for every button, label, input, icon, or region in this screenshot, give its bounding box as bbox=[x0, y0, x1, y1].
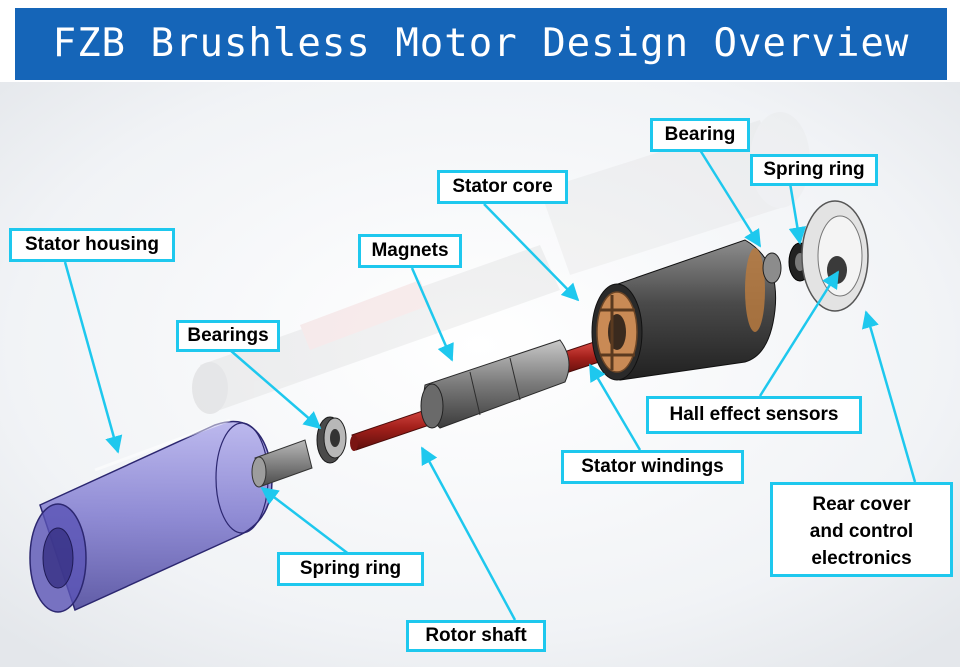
stator-housing-part bbox=[29, 418, 273, 613]
rear-cover-part bbox=[801, 200, 869, 312]
page-title: FZB Brushless Motor Design Overview bbox=[52, 21, 910, 66]
leader-hall-sensors bbox=[758, 270, 840, 397]
label-bearing: Bearing bbox=[650, 118, 750, 152]
leader-rotor-shaft bbox=[420, 446, 517, 621]
leader-spring-ring-bottom bbox=[260, 486, 351, 556]
label-stator-housing: Stator housing bbox=[9, 228, 175, 262]
front-bearing-part bbox=[316, 416, 347, 464]
title-bar: FZB Brushless Motor Design Overview bbox=[15, 8, 947, 80]
leader-rear-cover bbox=[861, 310, 917, 483]
label-rear-cover: Rear cover and control electronics bbox=[770, 482, 953, 577]
leader-bearing bbox=[698, 149, 762, 248]
stator-core-part bbox=[591, 239, 777, 381]
label-magnets: Magnets bbox=[358, 234, 462, 268]
label-stator-windings: Stator windings bbox=[561, 450, 744, 484]
label-stator-core: Stator core bbox=[437, 170, 568, 204]
leader-stator-core bbox=[483, 203, 580, 302]
label-rotor-shaft: Rotor shaft bbox=[406, 620, 546, 652]
leader-stator-windings bbox=[588, 363, 642, 451]
leader-lines bbox=[63, 149, 917, 621]
label-spring-ring-top: Spring ring bbox=[750, 154, 878, 186]
leader-spring-ring-top bbox=[788, 182, 807, 245]
label-bearings: Bearings bbox=[176, 320, 280, 352]
spring-ring-part bbox=[251, 439, 313, 488]
leader-bearings bbox=[229, 349, 322, 430]
label-spring-ring-bottom: Spring ring bbox=[277, 552, 424, 586]
magnets-part bbox=[420, 339, 570, 429]
leader-magnets bbox=[410, 267, 454, 362]
label-hall-effect-sensors: Hall effect sensors bbox=[646, 396, 862, 434]
ghost-assembly bbox=[192, 112, 810, 414]
leader-stator-housing bbox=[63, 261, 123, 454]
